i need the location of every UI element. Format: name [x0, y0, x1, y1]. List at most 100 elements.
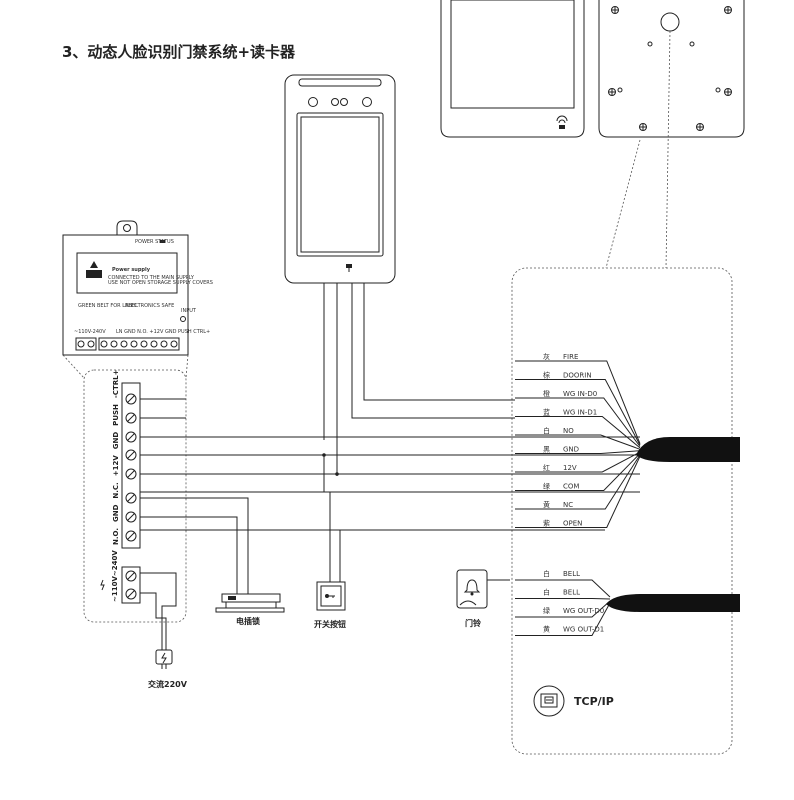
junction-dot: [335, 472, 339, 476]
card-reader-front: [440, 0, 585, 138]
wire-row-top: 棕 DOORIN: [515, 371, 641, 446]
screw-icon: [611, 6, 619, 14]
wire-color-label: 黄: [543, 625, 550, 634]
wire-color-label: 黄: [543, 500, 550, 509]
power-supply-foot-right: ELECTRONICS SAFE: [125, 303, 174, 309]
wire-color-label: 紫: [543, 520, 550, 528]
wire-color-label: 棕: [543, 371, 550, 380]
wire-function-label: BELL: [563, 589, 580, 597]
wire-lock-1: [140, 497, 249, 594]
wire-color-label: 绿: [543, 606, 550, 615]
wire-color-label: 白: [543, 588, 550, 597]
power-supply-foot-left: GREEN BELT FOR LABEL: [78, 303, 138, 309]
wire-function-label: WG IN-D0: [563, 390, 597, 398]
wire-color-label: 白: [543, 569, 550, 578]
lock-caption: 电插锁: [236, 616, 260, 626]
wire-row-bottom: 白 BELL: [515, 588, 611, 600]
wire-function-label: COM: [563, 483, 579, 491]
card-icon: [346, 264, 352, 272]
wire-row-top: 黑 GND: [515, 446, 641, 454]
wire-row-bottom: 绿 WG OUT-D0: [515, 600, 611, 618]
exit-button-caption: 开关按钮: [314, 619, 346, 629]
screw-terminal: [125, 570, 137, 582]
screw-icon: [724, 88, 732, 96]
zoom-connector: [62, 354, 189, 379]
screw-terminal: [125, 511, 137, 523]
ac-input-label: ~110V-240V: [74, 329, 106, 335]
doorbell-icon: [456, 569, 488, 609]
ac-terminal-block: ~110V~240V: [100, 550, 141, 604]
wire-function-label: WG OUT-D0: [563, 607, 604, 615]
wire-color-label: 白: [543, 426, 550, 435]
power-supply-desc2: USE NOT OPEN STORAGE SUPPLY COVERS: [108, 280, 213, 286]
controller-panel: [511, 267, 733, 755]
terminal-wire-3: [351, 283, 515, 419]
reader-link-line: [605, 139, 641, 269]
power-status-label: POWER STATUS: [135, 239, 174, 245]
wire-function-label: WG OUT-D1: [563, 626, 604, 634]
ac-wire: [140, 572, 177, 650]
screw-terminal: [125, 530, 137, 542]
wire-color-label: 红: [543, 463, 550, 472]
exit-button-wire-b: [329, 492, 341, 582]
card-reader-back: [598, 0, 745, 138]
terminal-zoom-region: [83, 369, 187, 623]
wire-row-top: 绿 COM: [515, 453, 641, 491]
reader-link-line: [665, 30, 671, 269]
exit-button-wire-a: [323, 455, 330, 493]
page-title: 3、动态人脸识别门禁系统+读卡器: [62, 43, 296, 61]
wire-color-label: 绿: [543, 482, 550, 491]
screw-terminal: [125, 449, 137, 461]
screw-terminal: [125, 492, 137, 504]
cable-bundle-bottom: [606, 594, 740, 612]
wire-row-top: 红 12V: [515, 451, 641, 473]
ac-input-text: ~110V~240V: [111, 550, 119, 602]
exit-button-icon: [316, 581, 346, 611]
screw-terminal: [125, 468, 137, 480]
input-side-label: INPUT: [181, 308, 197, 314]
screw-icon: [696, 123, 704, 131]
wire-row-top: 灰 FIRE: [515, 352, 641, 444]
wire-function-label: BELL: [563, 570, 580, 578]
screw-terminal: [125, 588, 137, 600]
wire-row-top: 紫 OPEN: [515, 456, 641, 528]
terminal-wire-4: [363, 283, 515, 401]
wire-function-label: NC: [563, 501, 573, 509]
wire-function-label: WG IN-D1: [563, 409, 597, 417]
screw-terminal: [125, 412, 137, 424]
cable-bundle-top: [636, 437, 740, 462]
wire-color-label: 蓝: [543, 408, 550, 417]
wire-function-label: DOORIN: [563, 372, 592, 380]
terminal-block: [121, 382, 141, 549]
terminal-strip-label: LN GND N.O. +12V GND PUSH CTRL+: [116, 329, 210, 335]
wire-lock-2: [140, 516, 238, 594]
wire-function-label: 12V: [563, 464, 577, 472]
wire-row-top: 蓝 WG IN-D1: [515, 408, 641, 449]
terminal-labels: N.O.GNDN.C.+12VGNDPUSH-CTRL+: [112, 369, 120, 545]
power-supply-label: Power supply: [112, 267, 151, 273]
nfc-icon: [556, 115, 568, 129]
power-supply: POWER STATUS Power supply CONNECTED TO T…: [62, 220, 213, 356]
wire-function-label: GND: [563, 446, 579, 454]
power-plug-icon: [155, 649, 173, 669]
wire-color-label: 灰: [543, 352, 550, 361]
face-terminal: [284, 74, 396, 284]
lightning-icon: [100, 579, 105, 591]
wire-row-top: 橙 WG IN-D0: [515, 389, 641, 447]
screw-icon: [608, 88, 616, 96]
screw-terminal: [125, 393, 137, 405]
doorbell-caption: 门铃: [465, 618, 481, 628]
electric-lock-icon: [215, 593, 285, 613]
wire-color-label: 黑: [543, 446, 550, 454]
power-supply-desc1: CONNECTED TO THE MAIN SUPPLY: [108, 275, 195, 281]
screw-icon: [724, 6, 732, 14]
screw-terminal: [125, 431, 137, 443]
screw-icon: [639, 123, 647, 131]
wire-function-label: FIRE: [563, 353, 578, 361]
wire-row-bottom: 白 BELL: [515, 569, 611, 598]
wire-row-bottom: 黄 WG OUT-D1: [515, 602, 611, 636]
wire-function-label: OPEN: [563, 520, 582, 528]
wire-color-label: 橙: [543, 389, 550, 398]
